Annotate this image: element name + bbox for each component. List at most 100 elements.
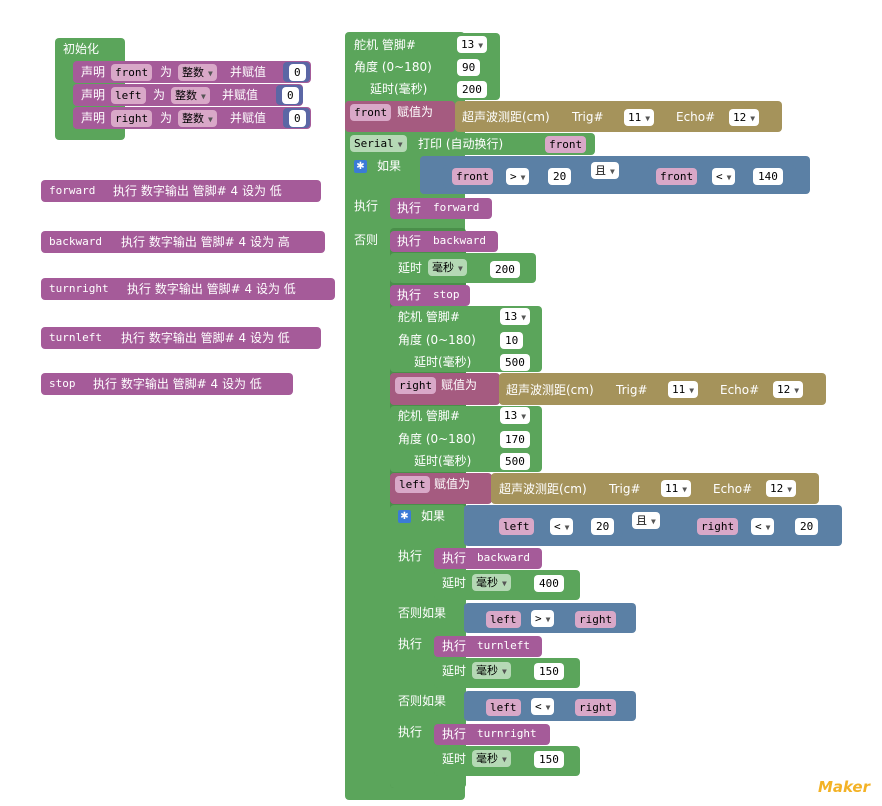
chevron-down-icon: ▼ (651, 517, 656, 526)
serial-dropdown[interactable]: Serial▼ (350, 135, 407, 152)
servo1-pin-dropdown[interactable]: 13▼ (457, 36, 488, 53)
elseif2-b-var[interactable]: right (575, 699, 617, 716)
servo2-delay[interactable]: 500 (500, 354, 530, 371)
elseif1-a-var[interactable]: left (486, 611, 521, 628)
and-dropdown-2[interactable]: 且▼ (632, 512, 660, 529)
call-stop-block[interactable] (390, 285, 470, 306)
type-label: 整数 (175, 89, 197, 102)
type-dropdown-right[interactable]: 整数▼ (178, 110, 217, 127)
procedure-backward[interactable] (41, 231, 325, 253)
servo2-angle[interactable]: 10 (500, 332, 524, 349)
elseif2-a-var[interactable]: left (486, 699, 521, 716)
cond2-b-val[interactable]: 20 (795, 518, 819, 535)
us1-trig-dropdown[interactable]: 11▼ (624, 109, 655, 126)
assign-front-var[interactable]: front (350, 104, 392, 121)
serial-value: Serial (354, 137, 394, 150)
elseif-label: 否则如果 (398, 606, 447, 620)
procedure-stop-name: stop (49, 377, 76, 390)
elseif1-op[interactable]: >▼ (531, 610, 555, 627)
value-right[interactable]: 0 (289, 110, 306, 127)
servo1-angle[interactable]: 90 (457, 59, 481, 76)
delay1-unit-dropdown[interactable]: 毫秒▼ (428, 259, 467, 276)
delay3-value[interactable]: 150 (534, 663, 564, 680)
us2-trig-dropdown[interactable]: 11▼ (668, 381, 699, 398)
us1-echo-dropdown[interactable]: 12▼ (729, 109, 760, 126)
elseif2-op[interactable]: <▼ (531, 698, 555, 715)
ultrasonic-block-2[interactable] (499, 373, 826, 405)
gear-icon[interactable]: ✱ (398, 510, 411, 523)
cond1-b-var[interactable]: front (656, 168, 698, 185)
assign-word: 并赋值 (230, 111, 267, 125)
servo3-pin-dropdown[interactable]: 13▼ (500, 407, 531, 424)
delay-label: 延时 (398, 261, 423, 275)
ultrasonic-block-3[interactable] (491, 473, 819, 504)
cond1-a-op[interactable]: >▼ (506, 168, 530, 185)
trig-label: Trig# (609, 482, 641, 496)
procedure-turnleft[interactable] (41, 327, 321, 349)
ultrasonic-block-1[interactable] (455, 101, 782, 132)
call-turnright-block[interactable] (434, 724, 550, 745)
declare-var-front[interactable]: front (111, 64, 153, 81)
exec-label: 执行 (397, 201, 422, 215)
delay4-value[interactable]: 150 (534, 751, 564, 768)
do-label: 执行 (354, 199, 379, 213)
procedure-turnright[interactable] (41, 278, 335, 300)
delay2-unit-dropdown[interactable]: 毫秒▼ (472, 574, 511, 591)
call-backward-block-2[interactable] (434, 548, 542, 569)
declare-var-left[interactable]: left (111, 87, 146, 104)
value-front[interactable]: 0 (289, 64, 306, 81)
as-word: 为 (160, 65, 173, 79)
assign-label: 赋值为 (397, 105, 434, 119)
procedure-forward[interactable] (41, 180, 321, 202)
call-forward-block[interactable] (390, 198, 492, 219)
echo-value: 12 (733, 111, 747, 124)
us2-echo-dropdown[interactable]: 12▼ (773, 381, 804, 398)
pin-value: 13 (504, 310, 518, 323)
servo2-pin-dropdown[interactable]: 13▼ (500, 308, 531, 325)
cond2-a-var[interactable]: left (499, 518, 534, 535)
and-dropdown-1[interactable]: 且▼ (591, 162, 619, 179)
print-var[interactable]: front (545, 136, 587, 153)
delay4-unit-dropdown[interactable]: 毫秒▼ (472, 750, 511, 767)
delay-ms-label: 延时(毫秒) (414, 355, 472, 369)
declare-word: 声明 (81, 88, 106, 102)
chevron-down-icon: ▼ (502, 755, 507, 764)
delay2-value[interactable]: 400 (534, 575, 564, 592)
cond1-b-op[interactable]: <▼ (712, 168, 736, 185)
trig-label: Trig# (616, 383, 648, 397)
servo3-angle[interactable]: 170 (500, 431, 530, 448)
delay1-value[interactable]: 200 (490, 261, 520, 278)
cond1-a-var[interactable]: front (452, 168, 494, 185)
us3-trig-dropdown[interactable]: 11▼ (661, 480, 692, 497)
call-backward-name: backward (433, 234, 486, 247)
call-backward-block[interactable] (390, 231, 498, 252)
type-dropdown-front[interactable]: 整数▼ (178, 64, 217, 81)
type-dropdown-left[interactable]: 整数▼ (171, 87, 210, 104)
servo1-delay[interactable]: 200 (457, 81, 487, 98)
procedure-forward-name: forward (49, 184, 96, 197)
cond2-b-op[interactable]: <▼ (751, 518, 775, 535)
call-turnleft-block[interactable] (434, 636, 542, 657)
us3-echo-dropdown[interactable]: 12▼ (766, 480, 797, 497)
cond1-a-val[interactable]: 20 (548, 168, 572, 185)
delay3-unit-dropdown[interactable]: 毫秒▼ (472, 662, 511, 679)
exec-label: 执行 (397, 234, 422, 248)
declare-var-right[interactable]: right (111, 110, 153, 127)
cond1-b-val[interactable]: 140 (753, 168, 783, 185)
chevron-down-icon: ▼ (689, 386, 695, 395)
value-left[interactable]: 0 (282, 87, 299, 104)
procedure-stop[interactable] (41, 373, 293, 395)
chevron-down-icon: ▼ (478, 41, 484, 50)
elseif1-b-var[interactable]: right (575, 611, 617, 628)
servo3-delay[interactable]: 500 (500, 453, 530, 470)
cond2-b-var[interactable]: right (697, 518, 739, 535)
serial-print-block[interactable] (345, 133, 595, 155)
cond2-a-val[interactable]: 20 (591, 518, 615, 535)
assign-right-var[interactable]: right (395, 377, 437, 394)
assign-left-var[interactable]: left (395, 476, 430, 493)
assign-label: 赋值为 (434, 477, 471, 491)
trig-value: 11 (628, 111, 642, 124)
servo-label: 舵机 管脚# (398, 310, 460, 324)
cond2-a-op[interactable]: <▼ (550, 518, 574, 535)
gear-icon[interactable]: ✱ (354, 160, 367, 173)
